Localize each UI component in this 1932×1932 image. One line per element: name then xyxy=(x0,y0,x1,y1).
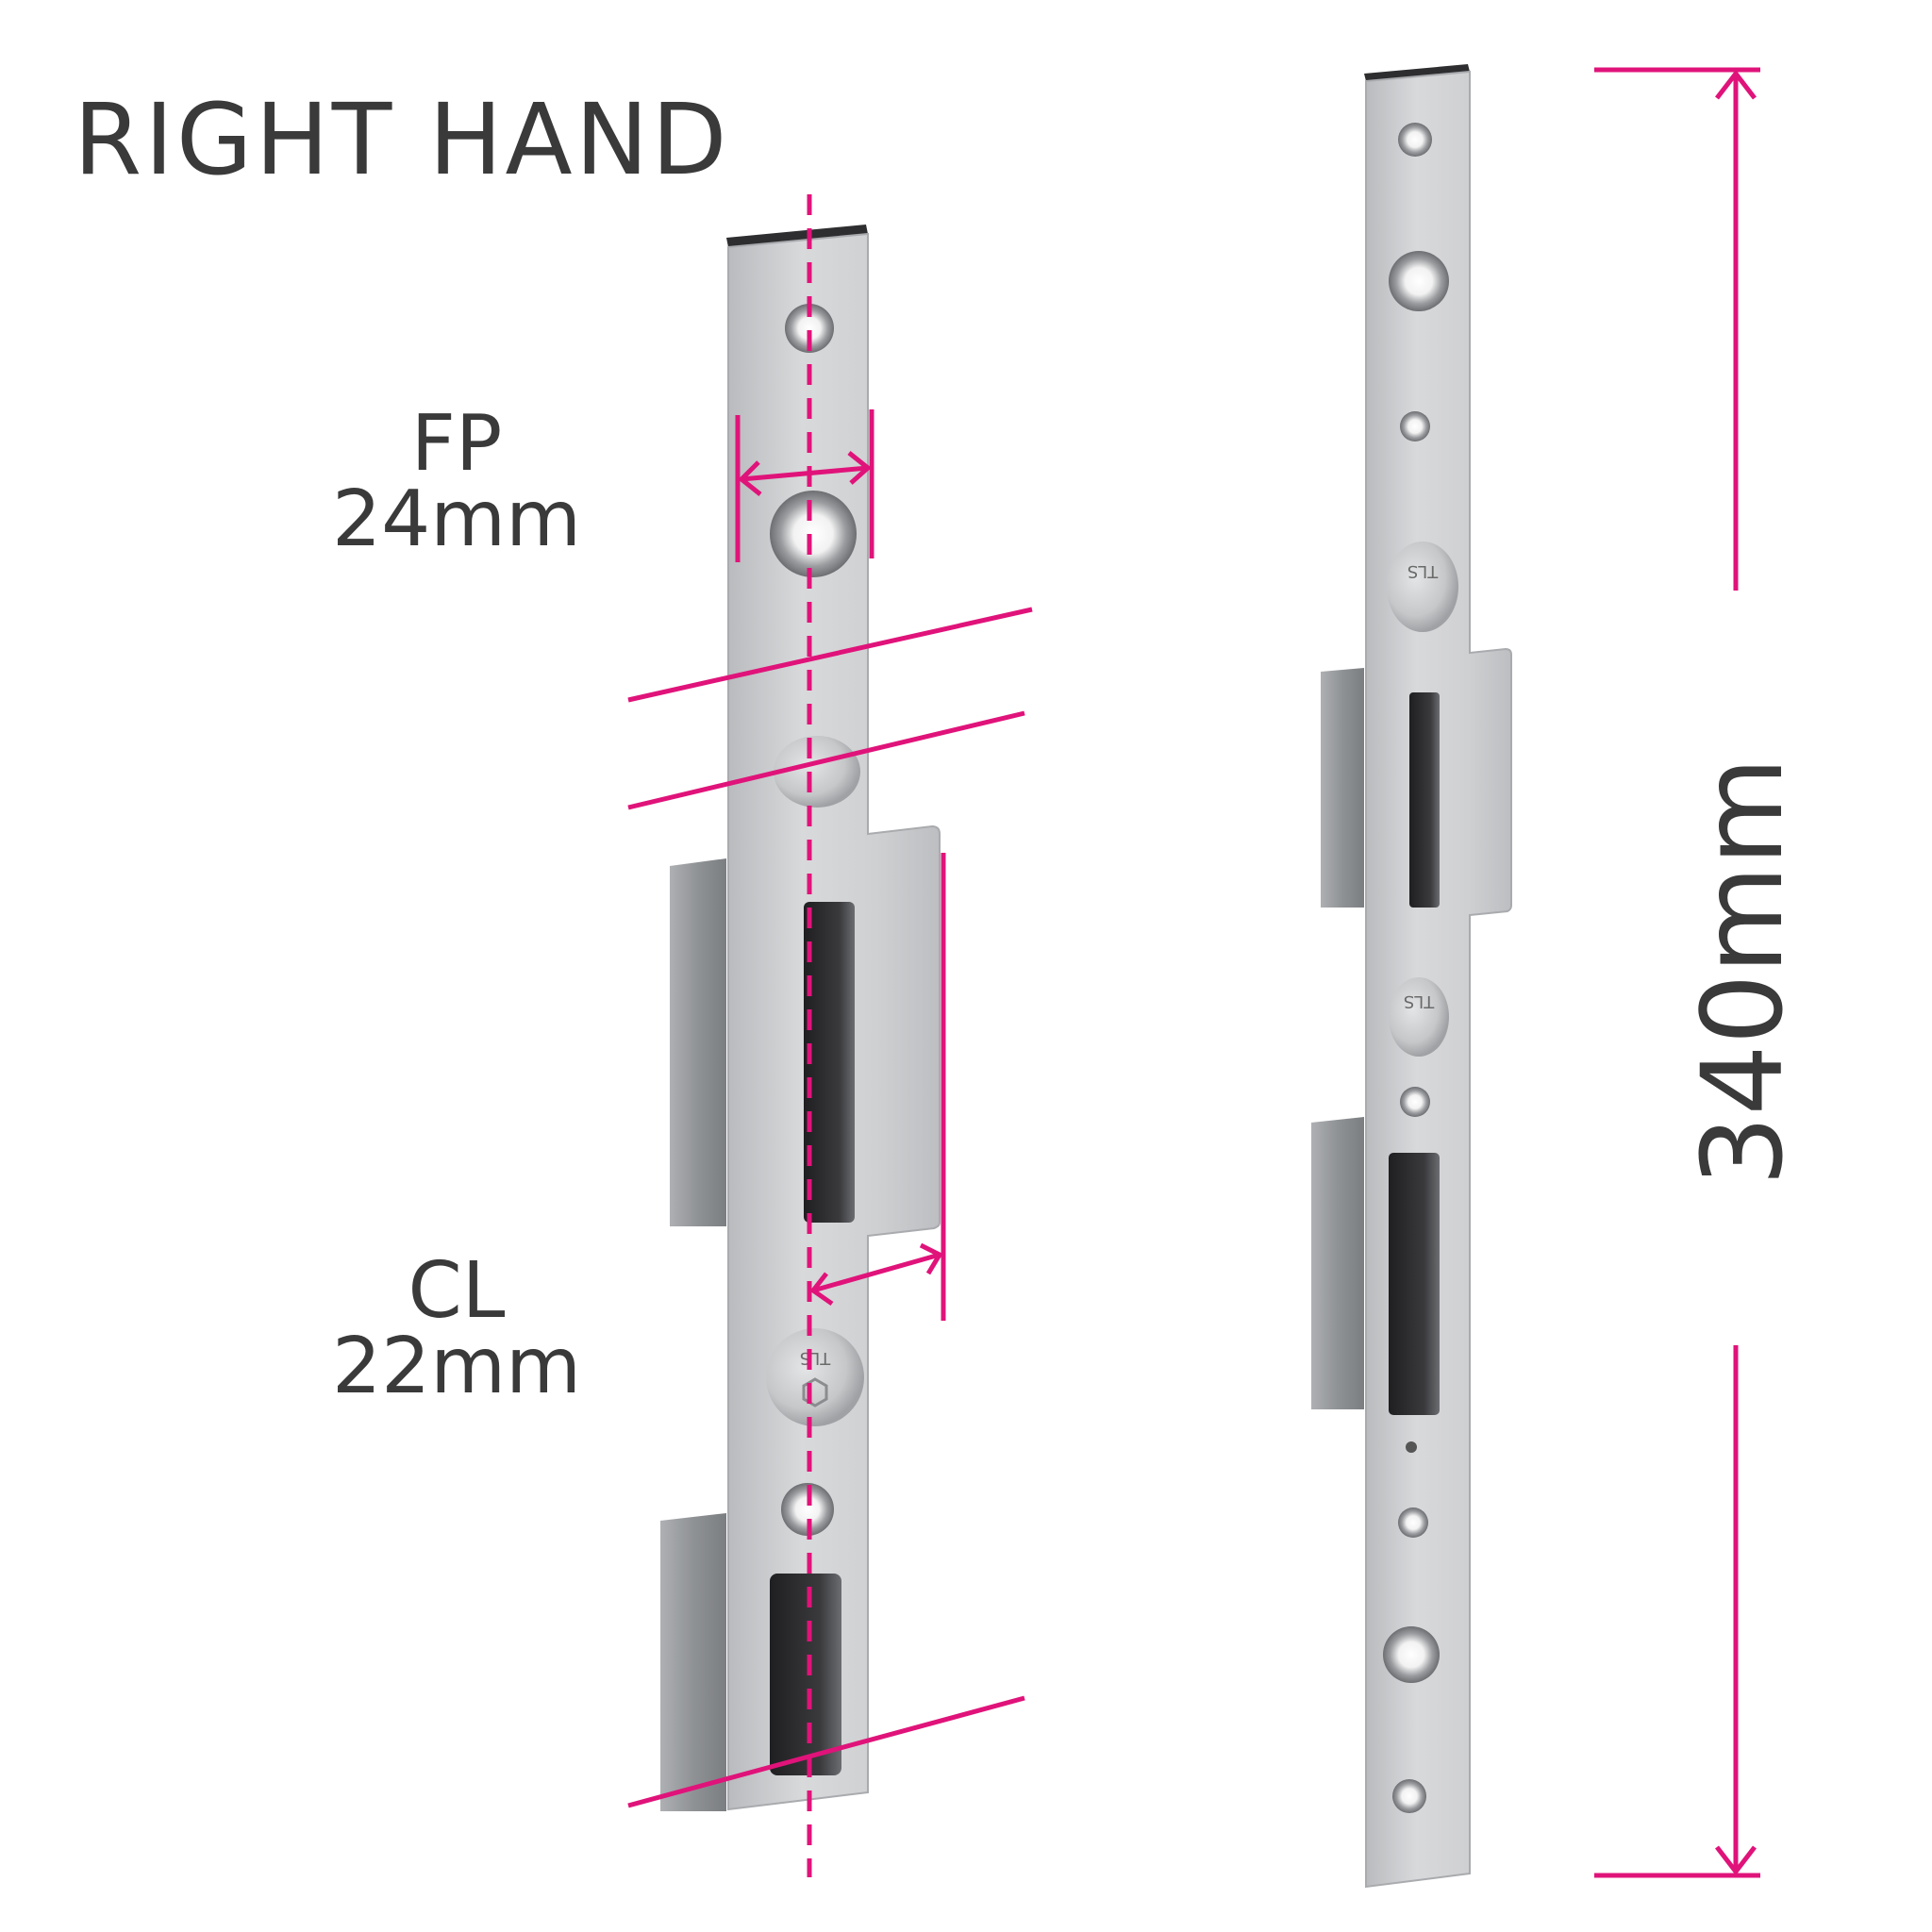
right-screw-1: TLS xyxy=(1387,541,1458,632)
break-line-2 xyxy=(627,710,1025,810)
right-plate-edge xyxy=(1364,64,1470,81)
left-latch-slot xyxy=(804,902,855,1223)
right-latch-slot xyxy=(1409,692,1440,908)
left-keep: TLS xyxy=(660,225,941,1811)
cl-value: 22mm xyxy=(332,1322,581,1411)
fp-value: 24mm xyxy=(332,475,581,564)
right-deadbolt-slot xyxy=(1389,1153,1440,1415)
left-countersunk-hole-1 xyxy=(785,304,834,353)
length-value: 340mm xyxy=(1677,757,1807,1186)
dimension-lines xyxy=(627,67,1760,1878)
right-plate xyxy=(1365,70,1512,1889)
right-screw-2: TLS xyxy=(1389,977,1449,1057)
right-hole-5 xyxy=(1398,1507,1428,1538)
left-deadbolt-slot xyxy=(770,1574,841,1775)
left-screw-2: TLS xyxy=(766,1328,864,1426)
left-plate-edge xyxy=(726,225,868,247)
left-countersunk-hole-3 xyxy=(781,1483,834,1536)
cl-arrow-left xyxy=(809,1272,834,1307)
right-keep-box-upper xyxy=(1321,668,1364,908)
right-hole-3 xyxy=(1400,411,1430,441)
right-small-hole xyxy=(1406,1441,1417,1453)
right-hole-2 xyxy=(1389,251,1449,311)
fp-dimension-line xyxy=(741,465,869,482)
right-hole-1 xyxy=(1398,123,1432,157)
fp-arrow-right xyxy=(847,451,872,485)
right-keep-box-lower xyxy=(1311,1117,1364,1409)
left-keep-box-lower xyxy=(660,1513,726,1811)
cl-dimension-line xyxy=(812,1252,941,1293)
right-screw-marking-2: TLS xyxy=(1404,991,1435,1011)
length-arrow-top xyxy=(1715,69,1757,100)
right-hole-6 xyxy=(1383,1626,1440,1683)
right-hole-4 xyxy=(1400,1087,1430,1117)
break-line-1 xyxy=(627,607,1033,703)
diagram-title: RIGHT HAND xyxy=(74,82,730,197)
left-keep-box-upper xyxy=(670,858,726,1226)
right-hole-7 xyxy=(1392,1779,1426,1813)
left-screw-marking: TLS xyxy=(800,1348,831,1368)
cl-label: CL xyxy=(408,1246,506,1336)
left-countersunk-hole-2 xyxy=(770,491,857,577)
right-keep: TLS TLS xyxy=(1311,64,1512,1889)
length-arrow-bottom xyxy=(1715,1845,1757,1876)
cl-arrow-right xyxy=(919,1242,943,1275)
fp-arrow-left xyxy=(738,460,762,496)
break-line-3 xyxy=(627,1695,1025,1808)
left-screw-1 xyxy=(774,736,860,808)
right-screw-marking-1: TLS xyxy=(1407,561,1439,581)
fp-label: FP xyxy=(411,399,503,489)
